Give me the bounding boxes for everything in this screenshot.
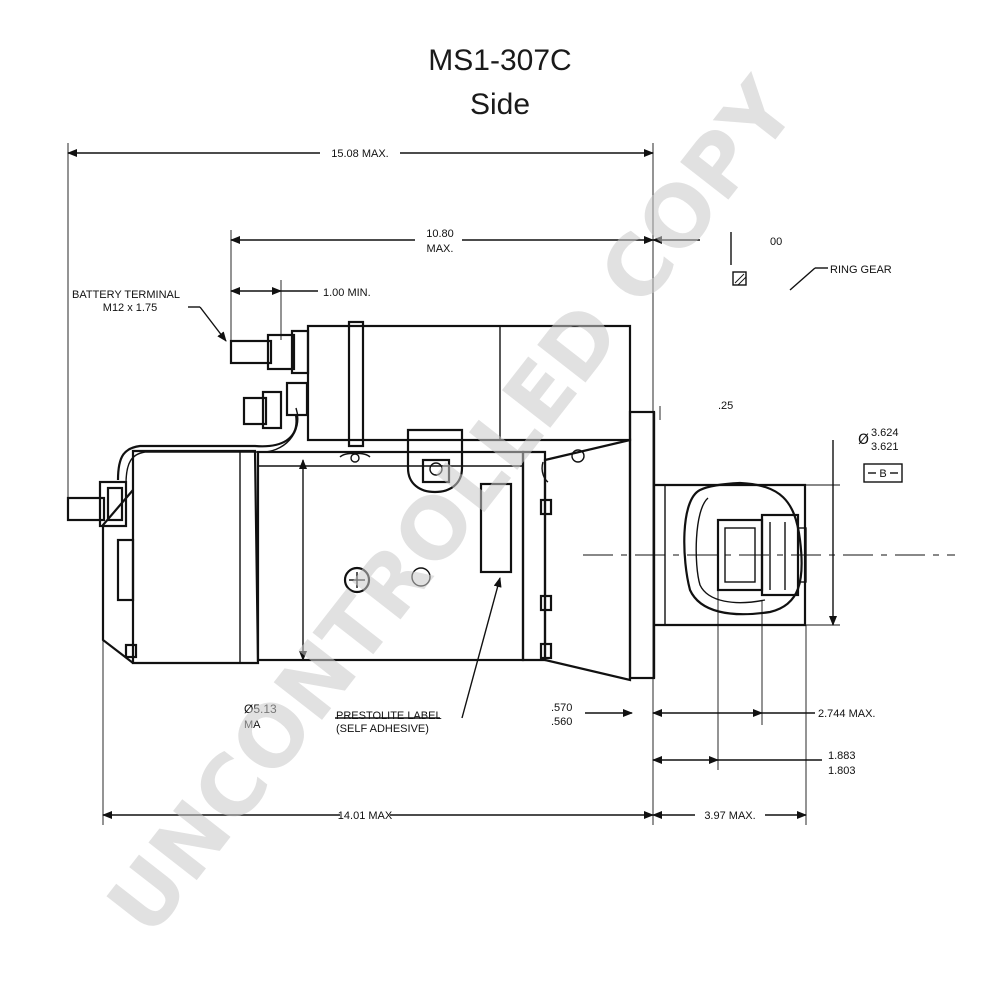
drawing-title: MS1-307C xyxy=(428,44,572,77)
battery-terminal-label: BATTERY TERMINAL xyxy=(72,289,180,301)
body-length-note: MAX. xyxy=(427,243,454,255)
body-diameter-note: MA xyxy=(244,719,261,731)
small-dim: .25 xyxy=(718,400,733,412)
prestolite-label-note: (SELF ADHESIVE) xyxy=(336,723,429,735)
starter-body xyxy=(66,320,656,682)
datum-feature-box xyxy=(863,463,903,483)
datum-letter: B xyxy=(879,468,886,480)
dimension-texts: 15.08 MAX. 10.80 MAX. 1.00 MIN. 00 .25 Ø… xyxy=(244,148,899,822)
nose-length-dim: 3.97 MAX. xyxy=(704,810,755,822)
terminal-min-dim: 1.00 MIN. xyxy=(323,287,371,299)
body-diameter-dim: Ø5.13 xyxy=(244,702,277,716)
ring-gear-symbol xyxy=(732,271,747,286)
battery-terminal-thread: M12 x 1.75 xyxy=(103,302,157,314)
flange-thickness-max: .570 xyxy=(551,702,572,714)
dimension-lines xyxy=(67,149,837,819)
base-length-dim: 14.01 MAX xyxy=(338,810,393,822)
pilot-diameter-min: 3.621 xyxy=(871,441,899,453)
leader-lines xyxy=(188,306,502,719)
callout-labels: BATTERY TERMINAL M12 x 1.75 RING GEAR PR… xyxy=(72,264,892,735)
pinion-position-min: 1.803 xyxy=(828,765,856,777)
pilot-diameter-max: 3.624 xyxy=(871,427,899,439)
flange-thickness-min: .560 xyxy=(551,716,572,728)
top-right-partial-dim: 00 xyxy=(770,236,782,248)
drawing-subtitle: Side xyxy=(469,88,531,121)
prestolite-label: PRESTOLITE LABEL xyxy=(336,710,442,722)
ring-gear-label: RING GEAR xyxy=(830,264,892,276)
body-length-value: 10.80 xyxy=(426,228,454,240)
drive-nose xyxy=(654,481,807,627)
pinion-position-max: 1.883 xyxy=(828,750,856,762)
pinion-max-dim: 2.744 MAX. xyxy=(818,708,875,720)
center-lines xyxy=(583,406,955,556)
overall-length-dim: 15.08 MAX. xyxy=(331,148,388,160)
pilot-diameter-symbol: Ø xyxy=(858,432,869,448)
